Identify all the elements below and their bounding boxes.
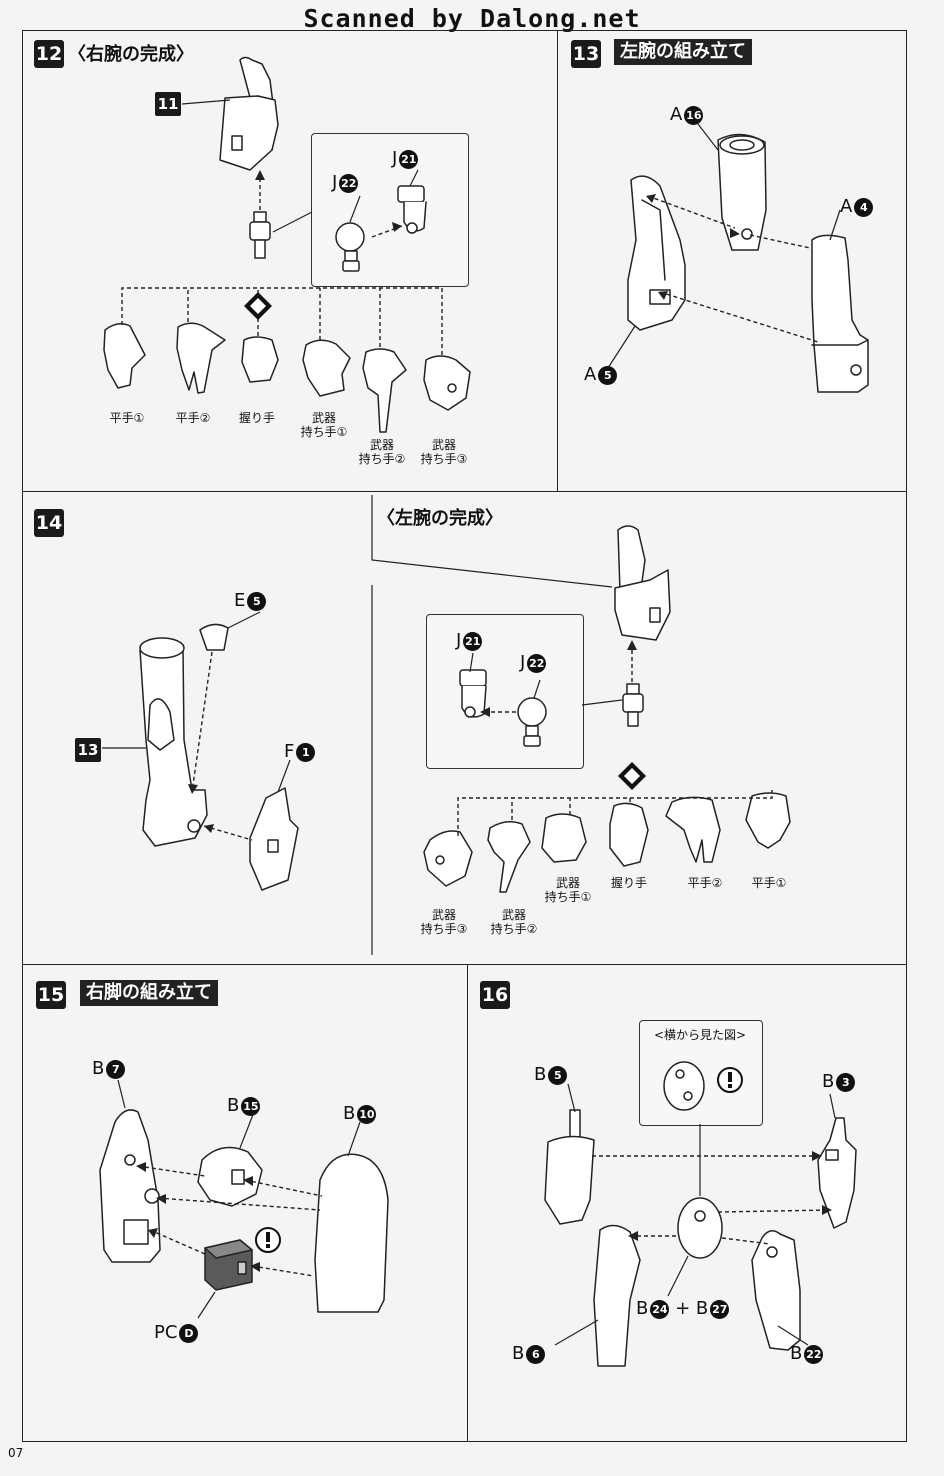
hand-weapon-2-left — [487, 821, 531, 893]
step-title-14: 〈左腕の完成〉 — [377, 508, 503, 529]
panel-step-16 — [467, 964, 907, 1442]
left-arm-assembled — [614, 525, 671, 641]
left-upper-arm-assembly — [139, 637, 208, 847]
step-number-13: 13 — [571, 40, 601, 68]
selection-diamond-right — [244, 292, 272, 320]
ref-box-13: 13 — [75, 738, 101, 762]
hand-label: 武器持ち手① — [544, 876, 592, 904]
part-a5-forearm-frame — [627, 175, 686, 331]
part-pc-d-polycap — [204, 1239, 253, 1291]
part-j21-socket-left — [459, 669, 487, 718]
step-number-14: 14 — [34, 509, 64, 537]
part-a4-forearm-shell — [811, 234, 869, 393]
wrist-joint-right — [249, 211, 271, 259]
step-number-15: 15 — [36, 981, 66, 1009]
hand-flat-2-right — [176, 322, 226, 394]
step-number-16: 16 — [480, 981, 510, 1009]
part-j21-socket-right — [397, 185, 427, 234]
hand-label: 武器持ち手③ — [420, 908, 468, 936]
hand-flat-1-left — [745, 792, 791, 849]
part-b22-shin-frame — [751, 1230, 801, 1351]
hand-fist-right — [241, 336, 279, 383]
part-b3-thigh-armor — [817, 1117, 857, 1229]
caution-icon-polycap — [255, 1227, 281, 1253]
hand-label: 武器持ち手③ — [420, 438, 468, 466]
part-b24-b27-knee-joint — [677, 1197, 723, 1259]
part-f1-armor — [249, 787, 299, 891]
selection-diamond-left — [618, 762, 646, 790]
hand-weapon-1-left — [541, 813, 587, 863]
hand-weapon-3-left — [423, 830, 473, 887]
side-view-part — [663, 1061, 705, 1111]
step-title-15: 右脚の組み立て — [80, 980, 218, 1006]
part-j22-ball-right — [335, 222, 365, 272]
joint-detail-inset-left — [426, 614, 584, 769]
part-j22-ball-left — [517, 697, 547, 747]
hand-label: 握り手 — [238, 411, 275, 425]
part-b5-thigh — [544, 1109, 595, 1225]
part-b6-shin-front — [593, 1224, 641, 1367]
hand-label: 武器持ち手① — [300, 411, 348, 439]
hand-weapon-2-right — [362, 348, 407, 433]
hand-label: 武器持ち手② — [358, 438, 406, 466]
hand-label: 平手① — [109, 411, 145, 425]
hand-label: 平手② — [687, 876, 723, 890]
hand-label: 平手② — [175, 411, 211, 425]
page-number: 07 — [8, 1446, 24, 1460]
part-b10-armor — [314, 1153, 389, 1313]
wrist-joint-left — [622, 683, 644, 727]
hand-label: 武器持ち手② — [490, 908, 538, 936]
hand-weapon-3-right — [423, 355, 471, 411]
part-e5-cap — [199, 623, 229, 651]
hand-label: 握り手 — [610, 876, 647, 890]
hand-label: 平手① — [751, 876, 787, 890]
right-arm-assembled — [219, 56, 279, 171]
hand-fist-left — [609, 802, 649, 867]
step-title-13: 左腕の組み立て — [614, 39, 752, 65]
hand-weapon-1-right — [302, 339, 351, 397]
part-b15-joint — [197, 1146, 263, 1207]
part-b7-leg-frame — [99, 1109, 161, 1263]
step-number-12: 12 — [34, 40, 64, 68]
side-view-label: <横から見た図> — [653, 1028, 747, 1042]
scan-watermark-header: Scanned by Dalong.net — [303, 4, 641, 33]
joint-detail-inset-right — [311, 133, 469, 287]
hand-flat-2-left — [665, 796, 721, 863]
step-title-12: 〈右腕の完成〉 — [68, 44, 194, 65]
caution-icon-side-view — [717, 1067, 743, 1093]
part-a16-upper-arm — [717, 133, 767, 251]
hand-flat-1-right — [103, 323, 146, 389]
ref-box-11: 11 — [155, 92, 181, 116]
